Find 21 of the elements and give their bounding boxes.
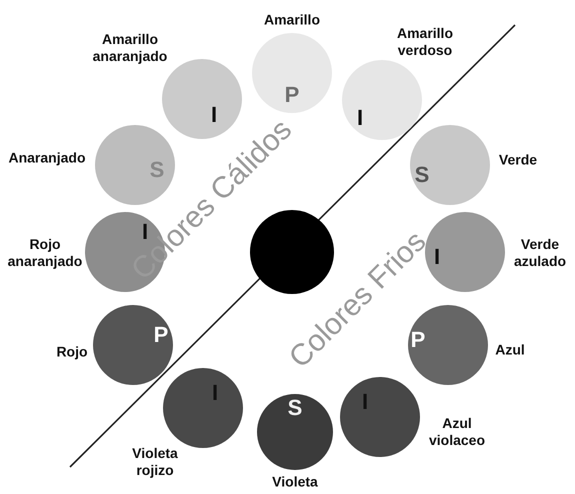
color-type-letter: I — [356, 107, 364, 129]
color-name: Verde azulado — [512, 236, 568, 270]
color-name: Verde — [498, 152, 538, 168]
color-name: Azul violaceo — [428, 415, 486, 449]
color-type-letter: S — [414, 164, 430, 186]
color-type-letter: I — [210, 104, 218, 126]
color-type-letter: I — [212, 382, 218, 404]
color-name: Amarillo — [262, 12, 321, 28]
color-name: Amarillo anaranjado — [92, 31, 168, 65]
color-name: Violeta — [271, 474, 319, 490]
color-type-letter: S — [288, 397, 302, 419]
color-name: Anaranjado — [7, 150, 86, 166]
color-type-letter: P — [410, 329, 426, 351]
color-name: Azul — [494, 342, 526, 358]
color-name: Rojo anaranjado — [6, 236, 84, 270]
color-type-letter: P — [284, 84, 300, 106]
color-type-letter: I — [434, 246, 440, 268]
color-name: Rojo — [55, 344, 89, 360]
color-name: Amarillo verdoso — [396, 25, 454, 59]
color-type-letter: P — [154, 324, 168, 346]
color-name: Violeta rojizo — [131, 445, 179, 479]
